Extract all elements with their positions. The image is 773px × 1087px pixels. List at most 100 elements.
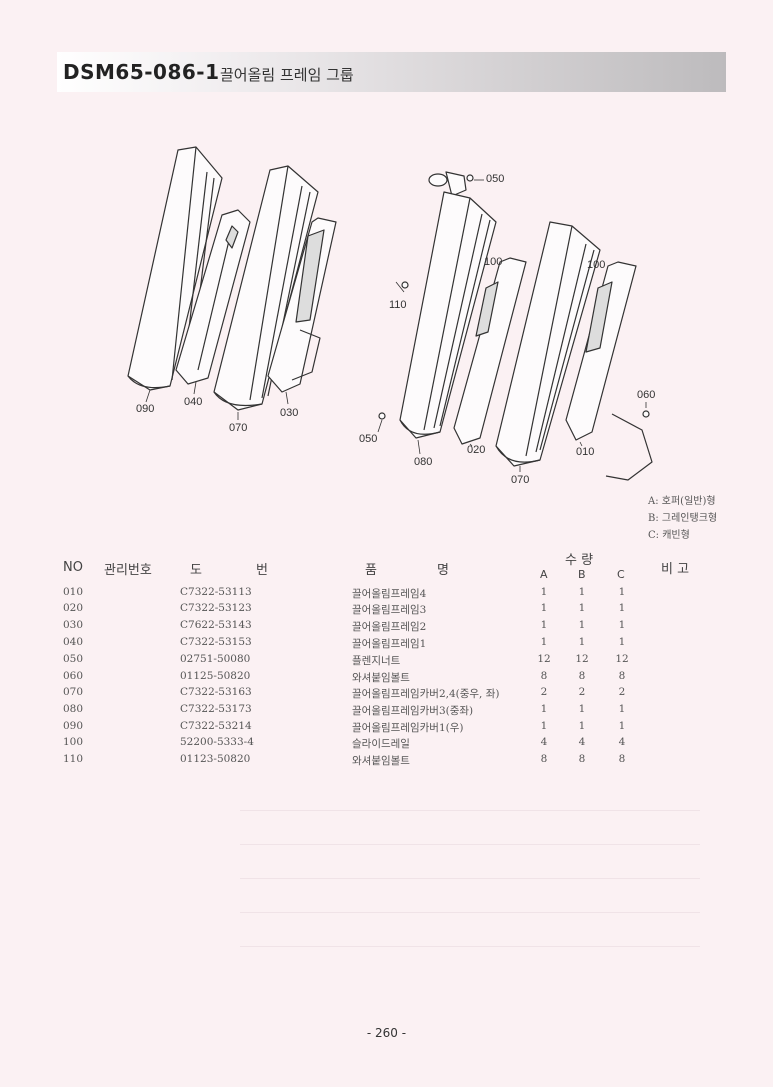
row-drawing-no: C7322-53163	[180, 686, 252, 698]
page-number: - 260 -	[366, 1026, 407, 1040]
row-qty-b: 1	[578, 602, 586, 614]
row-no: 030	[63, 619, 84, 631]
row-no: 040	[63, 636, 84, 648]
table-row: 060 01125-50820 와셔붙임볼트 8 8 8	[0, 670, 773, 686]
row-no: 070	[63, 686, 84, 698]
scan-artifact	[240, 844, 700, 845]
legend-a: A: 호퍼(일반)형	[648, 496, 716, 507]
table-row: 080 C7322-53173 끌어올림프레임카버3(중좌) 1 1 1	[0, 703, 773, 719]
row-qty-a: 1	[540, 619, 548, 631]
callout-030: 030	[280, 407, 299, 419]
row-qty-c: 12	[615, 653, 629, 665]
scan-artifact	[240, 946, 700, 947]
table-row: 040 C7322-53153 끌어올림프레임1 1 1 1	[0, 636, 773, 652]
row-no: 110	[63, 753, 84, 765]
part-top-bracket	[428, 171, 474, 197]
type-legend: A: 호퍼(일반)형 B: 그레인탱크형 C: 캐빈형	[648, 493, 717, 544]
row-qty-b: 1	[578, 703, 586, 715]
row-qty-a: 2	[540, 686, 548, 698]
header-name-1: 품	[365, 563, 377, 578]
row-drawing-no: C7622-53143	[180, 619, 252, 631]
callout-010: 010	[576, 446, 595, 458]
legend-b: B: 그레인탱크형	[648, 513, 718, 524]
row-part-name: 와셔붙임볼트	[352, 672, 410, 684]
row-drawing-no: 52200-5333-4	[180, 736, 254, 748]
row-qty-a: 12	[537, 653, 551, 665]
row-qty-b: 12	[575, 653, 589, 665]
row-part-name: 끌어올림프레임카버3(중좌)	[352, 705, 474, 717]
row-part-name: 플렌지너트	[352, 655, 401, 667]
row-qty-c: 1	[618, 619, 626, 631]
row-drawing-no: 01125-50820	[180, 670, 251, 682]
scan-artifact	[240, 810, 700, 811]
row-qty-a: 4	[540, 736, 548, 748]
row-qty-b: 2	[578, 686, 586, 698]
row-qty-c: 1	[618, 602, 626, 614]
callout-050-bottom: 050	[359, 433, 378, 445]
callout-070-right: 070	[511, 474, 530, 486]
legend-c: C: 캐빈형	[648, 530, 690, 541]
scan-artifact	[240, 878, 700, 879]
row-qty-c: 4	[618, 736, 626, 748]
group-name: 끌어올림 프레임 그룹	[220, 66, 354, 84]
table-row: 030 C7622-53143 끌어올림프레임2 1 1 1	[0, 619, 773, 635]
callout-080: 080	[414, 456, 433, 468]
row-no: 010	[63, 586, 84, 598]
row-drawing-no: C7322-53123	[180, 602, 252, 614]
row-no: 080	[63, 703, 84, 715]
row-part-name: 와셔붙임볼트	[352, 755, 410, 767]
row-part-name: 끌어올림프레임2	[352, 621, 427, 633]
table-row: 100 52200-5333-4 슬라이드레일 4 4 4	[0, 736, 773, 752]
row-qty-b: 4	[578, 736, 586, 748]
callout-100-left: 100	[484, 256, 503, 268]
scan-artifact	[240, 912, 700, 913]
part-040-frame	[175, 209, 251, 385]
row-qty-b: 1	[578, 586, 586, 598]
table-row: 090 C7322-53214 끌어올림프레임카버1(우) 1 1 1	[0, 720, 773, 736]
row-no: 060	[63, 670, 84, 682]
part-030-frame	[267, 217, 337, 393]
row-drawing-no: C7322-53113	[180, 586, 252, 598]
row-part-name: 끌어올림프레임카버1(우)	[352, 722, 464, 734]
row-no: 050	[63, 653, 84, 665]
part-020-frame	[453, 257, 527, 445]
table-row: 020 C7322-53123 끌어올림프레임3 1 1 1	[0, 602, 773, 618]
parts-diagram	[127, 146, 653, 481]
row-qty-a: 8	[540, 670, 548, 682]
title-bar: DSM65-086-1 끌어올림 프레임 그룹	[57, 52, 726, 92]
header-no: NO	[63, 560, 83, 575]
table-row: 010 C7322-53113 끌어올림프레임4 1 1 1	[0, 586, 773, 602]
row-qty-a: 1	[540, 636, 548, 648]
row-qty-b: 8	[578, 753, 586, 765]
row-qty-a: 8	[540, 753, 548, 765]
row-drawing-no: 02751-50080	[180, 653, 251, 665]
table-row: 110 01123-50820 와셔붙임볼트 8 8 8	[0, 753, 773, 769]
row-qty-b: 1	[578, 619, 586, 631]
row-qty-a: 1	[540, 586, 548, 598]
header-drawing-2: 번	[256, 563, 268, 578]
callout-070-left: 070	[229, 422, 248, 434]
row-no: 100	[63, 736, 84, 748]
row-part-name: 슬라이드레일	[352, 738, 410, 750]
header-qty-c: C	[617, 568, 625, 581]
callout-060: 060	[637, 389, 656, 401]
part-080-cover	[399, 191, 497, 439]
row-part-name: 끌어올림프레임카버2,4(중우, 좌)	[352, 688, 500, 700]
row-qty-b: 8	[578, 670, 586, 682]
callout-090: 090	[136, 403, 155, 415]
row-qty-c: 1	[618, 703, 626, 715]
header-qty-b: B	[578, 568, 586, 581]
table-row: 070 C7322-53163 끌어올림프레임카버2,4(중우, 좌) 2 2 …	[0, 686, 773, 702]
callout-100-right: 100	[587, 259, 606, 271]
header-mgmt-no: 관리번호	[104, 563, 152, 578]
callout-050-top: 050	[486, 173, 505, 185]
row-qty-c: 8	[618, 753, 626, 765]
header-remarks: 비 고	[661, 562, 690, 577]
part-070-cover-left	[213, 165, 319, 411]
row-drawing-no: C7322-53153	[180, 636, 252, 648]
header-drawing-1: 도	[190, 563, 202, 578]
part-070-cover-right	[495, 221, 601, 467]
row-qty-c: 8	[618, 670, 626, 682]
table-row: 050 02751-50080 플렌지너트 12 12 12	[0, 653, 773, 669]
row-drawing-no: C7322-53214	[180, 720, 252, 732]
